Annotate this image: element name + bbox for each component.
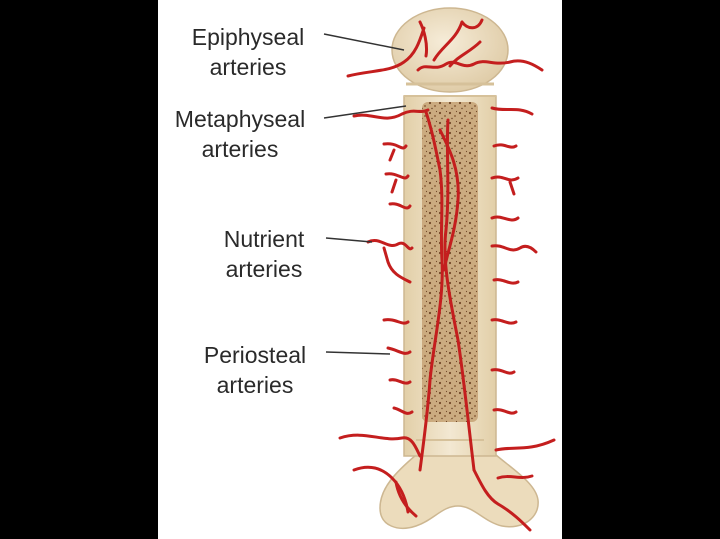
right-black-border [562,0,720,539]
bone-diagram [323,7,556,532]
label-line: Periosteal [203,342,307,368]
diagram-panel: Epiphyseal arteries Metaphyseal arteries… [158,0,562,539]
leader-lines [323,33,407,355]
arteries [338,18,556,532]
left-black-border [0,0,158,539]
label-line: arteries [225,256,303,282]
label-line: Metaphyseal [174,106,306,132]
proximal-epiphysis [391,7,509,93]
label-periosteal-arteries: Periosteal arteries [188,340,322,400]
label-nutrient-arteries: Nutrient arteries [206,224,322,284]
label-metaphyseal-arteries: Metaphyseal arteries [158,104,322,164]
label-line: arteries [216,372,294,398]
label-line: arteries [209,54,287,80]
label-epiphyseal-arteries: Epiphyseal arteries [174,22,322,82]
label-line: arteries [201,136,279,162]
label-line: Epiphyseal [191,24,305,50]
label-line: Nutrient [223,226,305,252]
